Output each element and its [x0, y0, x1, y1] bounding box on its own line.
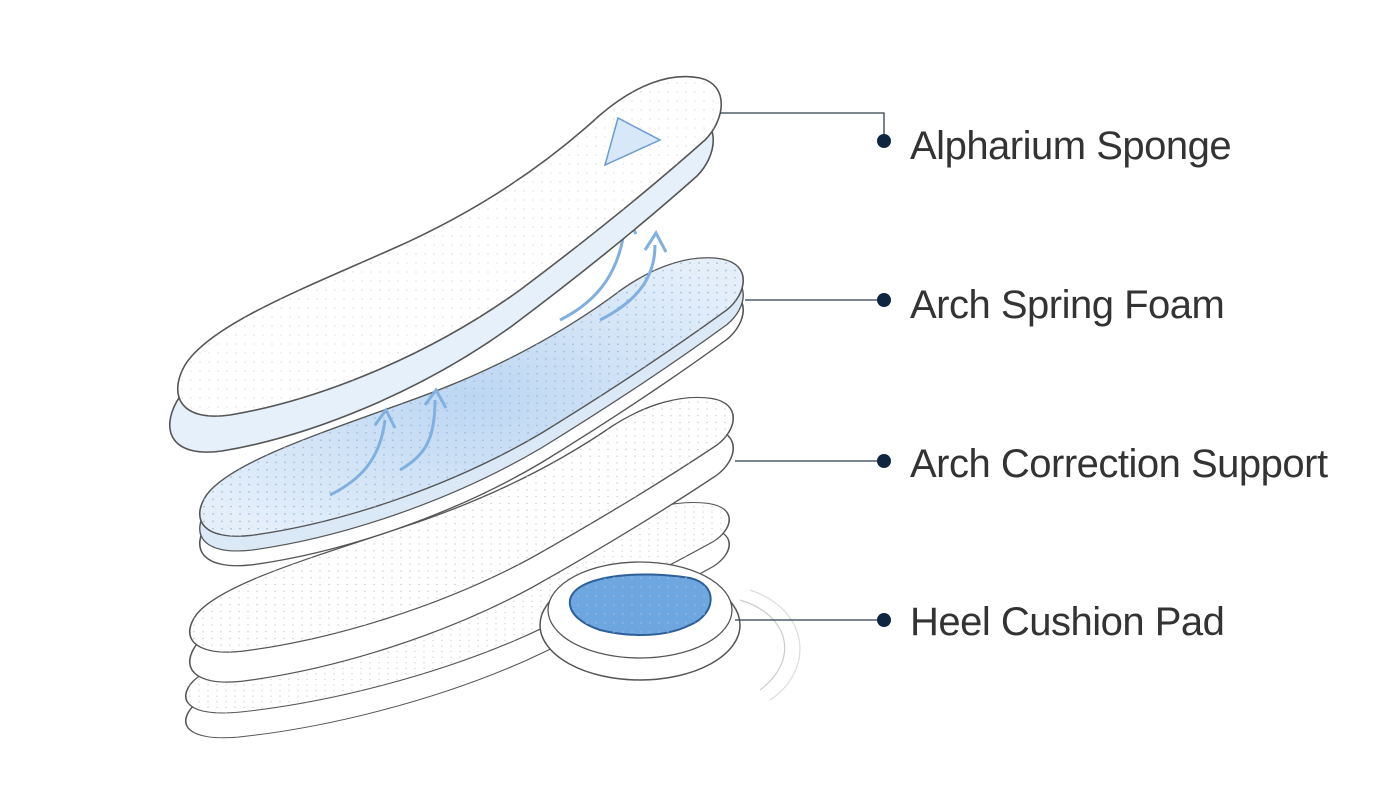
label-alpharium-sponge: Alpharium Sponge [910, 124, 1232, 168]
leader-dot-2 [877, 293, 891, 307]
heel-cup [539, 561, 801, 701]
leader-lines [720, 112, 885, 621]
label-arch-correction-support: Arch Correction Support [910, 442, 1328, 486]
label-heel-cushion-pad: Heel Cushion Pad [910, 600, 1225, 644]
leader-dot-3 [877, 454, 891, 468]
leader-dots [877, 134, 891, 627]
leader-dot-1 [877, 134, 891, 148]
layer-alpharium-sponge [168, 75, 723, 453]
leader-dot-4 [877, 613, 891, 627]
leader-line-1 [720, 112, 885, 141]
label-arch-spring-foam: Arch Spring Foam [910, 283, 1225, 327]
